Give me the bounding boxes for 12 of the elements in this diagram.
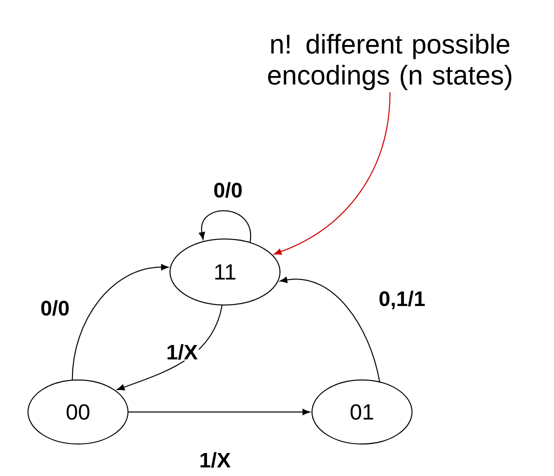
edge-label: 0/0 (212, 181, 244, 199)
annotation-text: n! different possible encodings (n states) (268, 34, 512, 90)
edge-label: 0/0 (39, 299, 71, 317)
edge-label: 0,1/1 (378, 290, 426, 310)
transition-arrow (198, 210, 251, 243)
transition-arrow (116, 304, 223, 390)
edge-label: 1/X (198, 451, 232, 469)
transition-arrow (72, 264, 169, 380)
transition-arrow (128, 408, 310, 416)
leader-line (274, 92, 390, 255)
edge-label: 1/X (165, 343, 199, 361)
transition-arrow (280, 276, 380, 382)
